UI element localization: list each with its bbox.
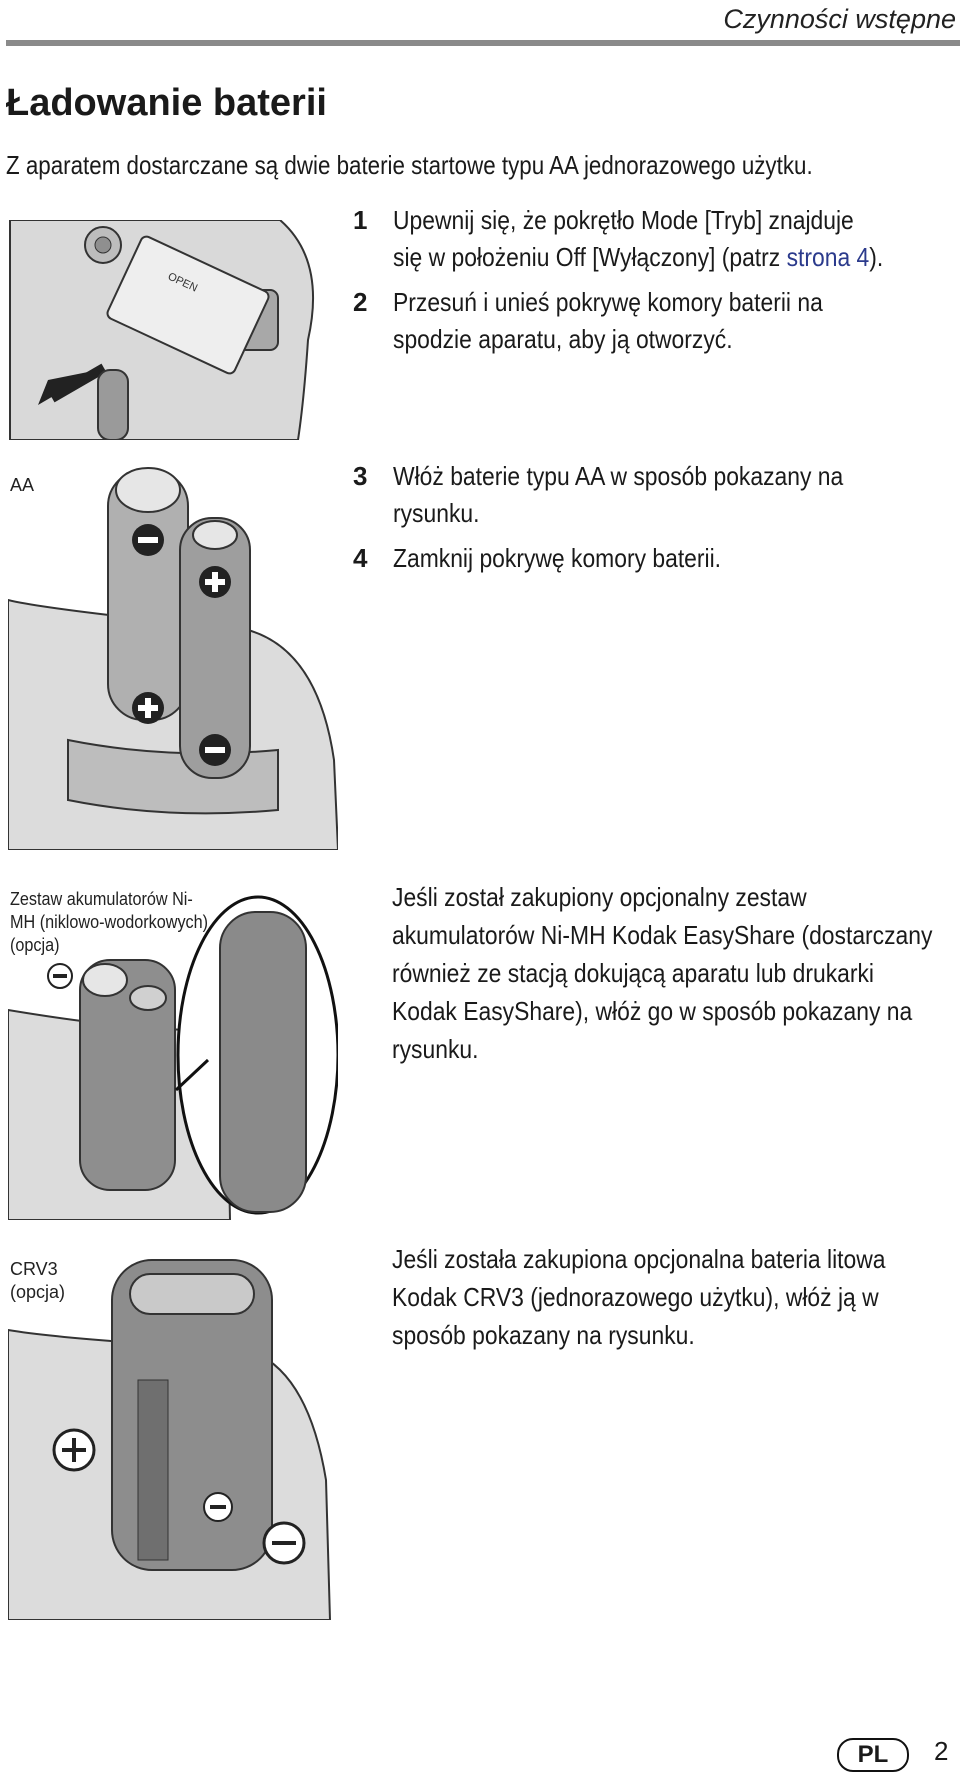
section-title: Czynności wstępne <box>723 4 956 34</box>
steps-1-2: 1 Upewnij się, że pokrętło Mode [Tryb] z… <box>353 202 953 366</box>
language-badge: PL <box>837 1738 909 1772</box>
intro-text: Z aparatem dostarczane są dwie baterie s… <box>6 150 813 180</box>
step-1: 1 Upewnij się, że pokrętło Mode [Tryb] z… <box>353 202 953 276</box>
page-number: 2 <box>934 1736 949 1766</box>
step-text-part: Upewnij się, że pokrętło Mode [Tryb] zna… <box>393 205 854 272</box>
step-number: 1 <box>353 205 368 235</box>
crv3-caption: CRV3 (opcja) <box>10 1259 66 1302</box>
step-text: Włóż baterie typu AA w sposób pokazany n… <box>393 461 844 528</box>
page-title: Ładowanie baterii <box>6 82 327 124</box>
step-number: 3 <box>353 461 368 491</box>
step-text: Zamknij pokrywę komory baterii. <box>393 543 722 573</box>
aa-batteries-illustration <box>8 467 338 850</box>
header-rule <box>6 40 960 46</box>
step-number: 2 <box>353 287 368 317</box>
nimh-paragraph: Jeśli został zakupiony opcjonalny zestaw… <box>392 882 933 1064</box>
battery-cover-illustration: OPEN <box>9 220 314 440</box>
step-text: Upewnij się, że pokrętło Mode [Tryb] zna… <box>393 202 886 276</box>
aa-caption: AA <box>10 475 35 495</box>
crv3-battery-illustration <box>8 1259 332 1620</box>
step-text-part: ). <box>869 242 884 272</box>
steps-3-4: 3 Włóż baterie typu AA w sposób pokazany… <box>353 458 953 585</box>
crv3-paragraph: Jeśli została zakupiona opcjonalna bater… <box>392 1244 886 1350</box>
step-text: Przesuń i unieś pokrywę komory baterii n… <box>393 287 823 354</box>
nimh-pack-illustration <box>8 895 338 1220</box>
step-3: 3 Włóż baterie typu AA w sposób pokazany… <box>353 458 953 532</box>
step-2: 2 Przesuń i unieś pokrywę komory baterii… <box>353 284 953 358</box>
step-4: 4 Zamknij pokrywę komory baterii. <box>353 540 953 577</box>
page-link[interactable]: strona 4 <box>786 242 870 272</box>
nimh-caption: Zestaw akumulatorów Ni-MH (niklowo-wodor… <box>10 889 209 955</box>
step-number: 4 <box>353 543 368 573</box>
